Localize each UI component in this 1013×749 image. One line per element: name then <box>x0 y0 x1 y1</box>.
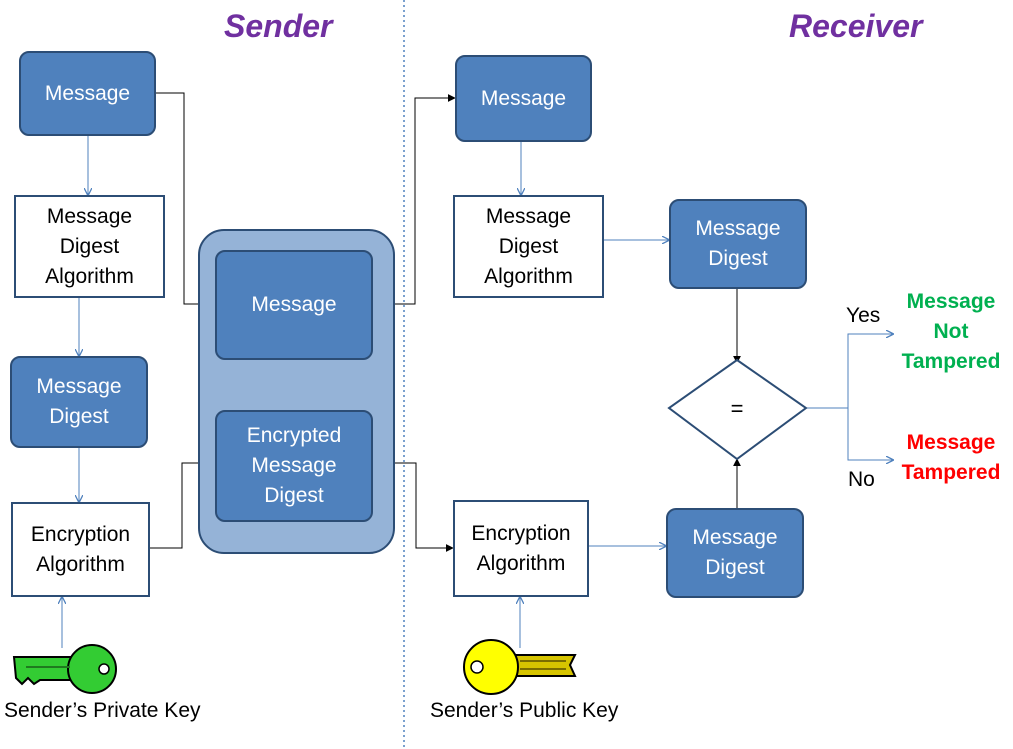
sender-digest-algorithm-box: Message Digest Algorithm <box>14 195 165 298</box>
receiver-digest-algorithm-label: Message Digest Algorithm <box>484 204 573 288</box>
sender-encryption-algorithm-label: Encryption Algorithm <box>30 522 131 576</box>
sender-encryption-algorithm-box: Encryption Algorithm <box>11 502 150 597</box>
receiver-digest-algorithm-box: Message Digest Algorithm <box>453 195 604 298</box>
receiver-decrypted-digest-label: Message Digest <box>692 526 778 579</box>
sender-digest-algorithm-label: Message Digest Algorithm <box>45 204 134 288</box>
not-tampered-result: Message Not Tampered <box>901 290 1001 373</box>
receiver-computed-digest-box: Message Digest <box>669 199 807 289</box>
packet-encrypted-digest-box: Encrypted Message Digest <box>215 410 373 522</box>
sender-heading: Sender <box>224 8 333 44</box>
sender-message-digest-box: Message Digest <box>10 356 148 448</box>
receiver-message-box: Message <box>455 55 592 142</box>
compare-symbol: = <box>731 396 744 421</box>
receiver-encryption-algorithm-box: Encryption Algorithm <box>453 500 589 597</box>
arrow-compare-yes <box>806 334 893 409</box>
receiver-heading: Receiver <box>789 8 923 44</box>
receiver-decrypted-digest-box: Message Digest <box>666 508 804 598</box>
sender-message-box: Message <box>19 51 156 136</box>
arrow-compare-no <box>847 408 893 460</box>
receiver-message-label: Message <box>480 86 567 110</box>
private-key-icon <box>12 644 117 694</box>
receiver-encryption-algorithm-label: Encryption Algorithm <box>471 521 571 575</box>
sender-message-digest-label: Message Digest <box>36 375 122 428</box>
packet-message-label: Message <box>251 293 337 316</box>
public-key-label: Sender’s Public Key <box>430 699 619 722</box>
compare-diamond <box>667 358 808 461</box>
packet-encrypted-digest-label: Encrypted Message Digest <box>246 424 342 507</box>
public-key-icon <box>463 639 577 695</box>
packet-message-box: Message <box>215 250 373 360</box>
private-key-label: Sender’s Private Key <box>4 699 201 722</box>
tampered-result: Message Tampered <box>901 431 1001 484</box>
yes-label: Yes <box>846 304 881 327</box>
no-label: No <box>848 468 875 491</box>
sender-message-label: Message <box>44 81 131 105</box>
receiver-computed-digest-label: Message Digest <box>695 217 781 270</box>
